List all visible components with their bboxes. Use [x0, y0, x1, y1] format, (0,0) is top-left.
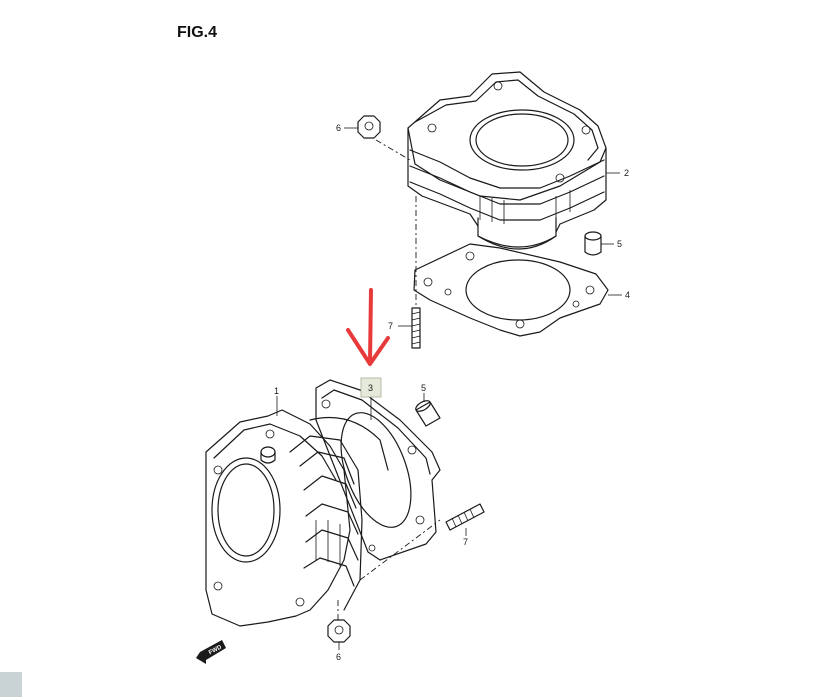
callout-3: 3 — [368, 383, 373, 393]
lower-dowel-pin — [415, 400, 441, 427]
lower-stud-bolt — [445, 503, 485, 531]
lower-cylinder-assembly: 1 3 5 7 6 FWD — [196, 377, 485, 664]
upper-dowel-pin — [584, 231, 602, 256]
callout-6-upper: 6 — [336, 123, 341, 133]
lower-assembly-centerline — [337, 519, 441, 620]
callout-6-lower: 6 — [336, 652, 341, 662]
callout-1: 1 — [274, 386, 279, 396]
upper-cylinder-block — [407, 71, 607, 250]
callout-2: 2 — [624, 168, 629, 178]
red-annotation-arrow — [346, 288, 390, 366]
fwd-direction-arrow: FWD — [196, 640, 226, 664]
lower-cylinder-block — [205, 409, 389, 627]
lower-nut — [327, 619, 351, 643]
corner-tab — [0, 672, 22, 697]
highlighted-callout-3: 3 — [360, 377, 382, 398]
upper-cylinder-assembly: 6 2 5 4 7 — [336, 71, 630, 349]
callout-7-lower: 7 — [463, 537, 468, 547]
upper-nut — [357, 115, 381, 139]
upper-stud-bolt — [411, 307, 421, 349]
figure-title: FIG.4 — [177, 24, 218, 41]
callout-5-upper: 5 — [617, 239, 622, 249]
lower-cylinder-gasket — [315, 379, 441, 561]
callout-7-upper: 7 — [388, 321, 393, 331]
callout-4: 4 — [625, 290, 630, 300]
callout-5-lower: 5 — [421, 383, 426, 393]
upper-assembly-centerline — [375, 139, 417, 306]
upper-cylinder-gasket — [413, 243, 609, 337]
